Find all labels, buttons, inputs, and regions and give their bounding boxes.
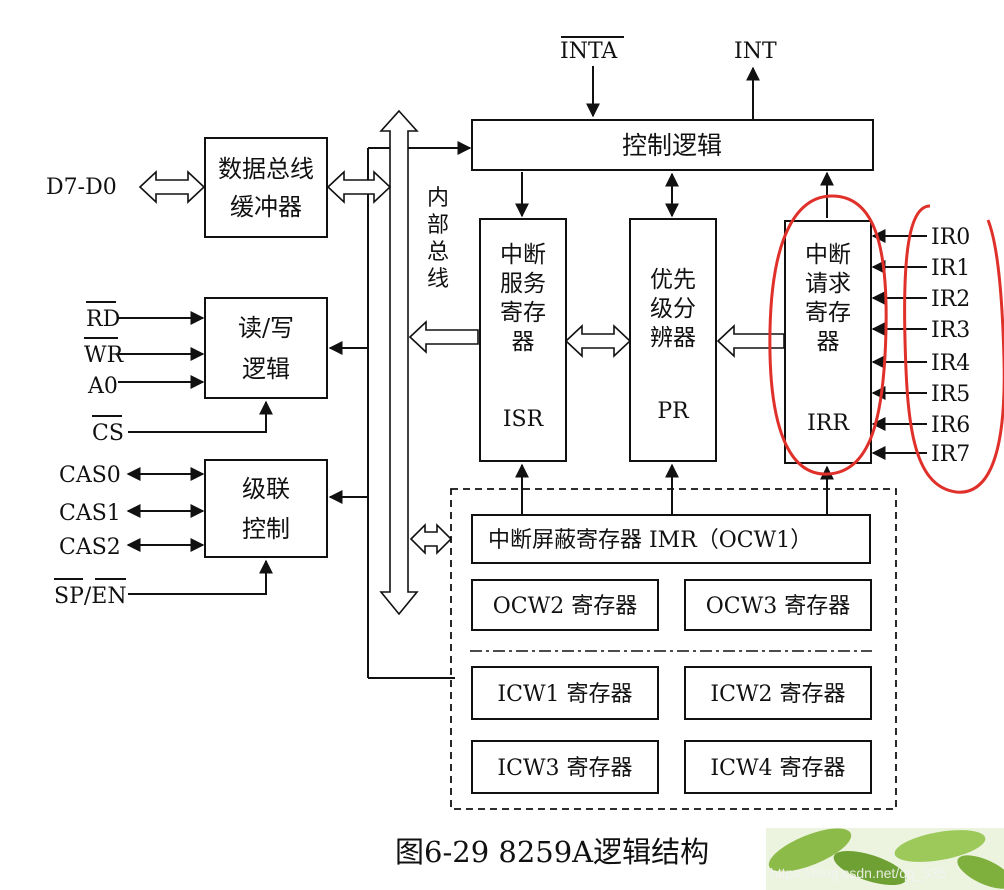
imr-register: 中断屏蔽寄存器 IMR（OCW1）: [471, 514, 871, 564]
ocw3-label: OCW3 寄存器: [706, 594, 850, 619]
bus-label-char: 总: [427, 240, 449, 265]
irr-to-pr-arrow: [716, 324, 785, 358]
isr-line: 服务: [500, 271, 546, 297]
control-logic-label: 控制逻辑: [622, 131, 722, 160]
signal-wr: WR: [84, 343, 125, 368]
signal-ir2: IR2: [931, 287, 970, 312]
signal-int: INT: [734, 39, 777, 64]
pr-line: 优先: [650, 267, 696, 293]
irr-line: 中断: [805, 242, 851, 268]
rw-input-arrows: [118, 311, 273, 433]
signal-cas1: CAS1: [59, 501, 121, 526]
cascade-line1: 级联: [242, 475, 290, 503]
signal-ir5: IR5: [931, 382, 970, 407]
ir-input-lines: [871, 229, 927, 460]
icw3-label: ICW3 寄存器: [497, 756, 632, 781]
signal-a0: A0: [87, 374, 118, 399]
control-link-arrows: [515, 171, 834, 218]
bus-label-char: 线: [427, 267, 449, 292]
cascade-block: 级联 控制: [204, 459, 328, 558]
ocw3-register: OCW3 寄存器: [684, 579, 872, 631]
signal-ir3: IR3: [931, 318, 970, 343]
irr-abbr: IRR: [807, 411, 850, 436]
internal-bus-label: 内 部 总 线: [427, 186, 449, 292]
signal-ir7: IR7: [931, 442, 970, 467]
control-logic-block: 控制逻辑: [471, 119, 874, 171]
signal-rd: RD: [86, 307, 120, 332]
register-to-bus-arrow: [409, 523, 453, 555]
watermark-text: https://blog.csdn.net/qq_335: [770, 865, 946, 881]
imr-label: 中断屏蔽寄存器 IMR（OCW1）: [488, 528, 812, 553]
pr-block: 优先 级分 辨器 PR: [629, 218, 717, 462]
rw-logic-block: 读/写 逻辑: [204, 297, 328, 399]
icw1-label: ICW1 寄存器: [497, 682, 632, 707]
bus-label-char: 部: [427, 213, 449, 238]
cascade-line2: 控制: [242, 515, 290, 543]
isr-to-bus-arrow: [408, 320, 479, 354]
pr-abbr: PR: [657, 399, 690, 424]
isr-abbr: ISR: [503, 407, 545, 432]
register-group-border: [450, 488, 897, 810]
signal-ir0: IR0: [931, 225, 970, 250]
pr-line: 辨器: [650, 325, 696, 351]
signal-cs: CS: [92, 421, 124, 446]
data-bus-buffer-block: 数据总线 缓冲器: [204, 137, 328, 238]
signal-ir6: IR6: [931, 413, 970, 438]
signal-cas2: CAS2: [59, 535, 121, 560]
isr-line: 寄存: [500, 300, 546, 326]
internal-bus-arrow: [379, 109, 419, 616]
signal-cas0: CAS0: [59, 463, 121, 488]
buffer-to-bus-arrow: [326, 170, 392, 204]
icw1-register: ICW1 寄存器: [471, 666, 659, 720]
cascade-io-arrows: [126, 467, 273, 595]
irr-block: 中断 请求 寄存 器 IRR: [784, 220, 872, 464]
irr-line: 请求: [805, 271, 851, 297]
irr-line: 器: [817, 329, 840, 355]
icw4-register: ICW4 寄存器: [684, 740, 872, 794]
pr-line: 级分: [650, 296, 696, 322]
isr-pr-arrow: [564, 324, 632, 358]
ir-highlight-circle: [903, 204, 1004, 494]
signal-inta: INTA: [560, 39, 618, 64]
ocw2-label: OCW2 寄存器: [493, 594, 637, 619]
isr-line: 中断: [500, 242, 546, 268]
irr-line: 寄存: [805, 300, 851, 326]
signal-ir1: IR1: [931, 256, 970, 281]
irr-highlight-circle: [768, 194, 888, 476]
signal-ir4: IR4: [931, 351, 970, 376]
bus-label-char: 内: [427, 186, 449, 211]
icw4-label: ICW4 寄存器: [710, 756, 845, 781]
isr-line: 器: [512, 329, 535, 355]
data-bus-buffer-line2: 缓冲器: [230, 193, 302, 221]
bus-connection-lines: [328, 141, 472, 679]
rw-logic-line1: 读/写: [238, 314, 294, 342]
icw3-register: ICW3 寄存器: [471, 740, 659, 794]
data-bus-buffer-line1: 数据总线: [218, 155, 314, 183]
signal-d7-d0: D7-D0: [46, 175, 117, 200]
figure-caption: 图6-29 8259A逻辑结构: [395, 835, 709, 869]
rw-logic-line2: 逻辑: [242, 355, 290, 383]
ir-labels: IR0 IR1 IR2 IR3 IR4 IR5 IR6 IR7: [931, 225, 970, 467]
signal-sp-en: SP/EN: [54, 584, 127, 609]
leaf-decoration: [766, 828, 1004, 890]
data-io-arrow: [138, 170, 206, 204]
icw2-register: ICW2 寄存器: [684, 666, 872, 720]
isr-block: 中断 服务 寄存 器 ISR: [479, 218, 567, 462]
ocw2-register: OCW2 寄存器: [471, 579, 659, 631]
icw2-label: ICW2 寄存器: [710, 682, 845, 707]
